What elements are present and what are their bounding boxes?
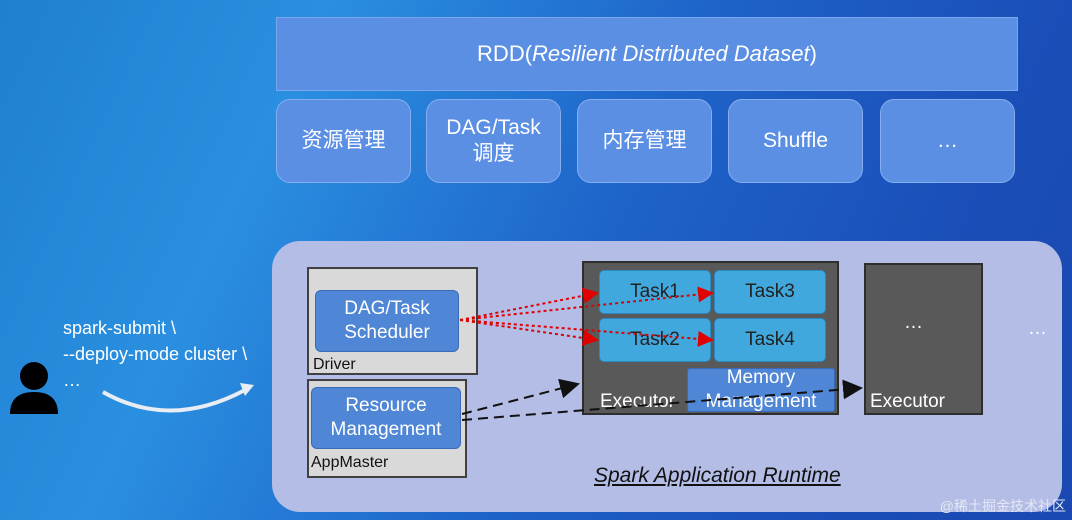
module-more: … [880,99,1015,183]
executor-box-2 [864,263,983,415]
watermark: @稀土掘金技术社区 [939,498,1066,514]
module-resource-management: 资源管理 [276,99,411,183]
task1: Task1 [599,270,711,314]
rdd-bar: RDD(Resilient Distributed Dataset) [276,17,1018,91]
memory-management: Memory Management [687,367,835,412]
runtime-title: Spark Application Runtime [594,464,841,487]
executor-label-2: Executor [870,391,945,412]
module-dag-task-scheduling: DAG/Task 调度 [426,99,561,183]
more-executors-ellipsis: … [1028,318,1047,339]
driver-label: Driver [313,356,356,373]
task2: Task2 [599,318,711,362]
dag-task-scheduler: DAG/Task Scheduler [315,290,459,352]
executor-ellipsis: … [904,312,923,333]
task4: Task4 [714,318,826,362]
module-shuffle: Shuffle [728,99,863,183]
resource-management: Resource Management [311,387,461,449]
module-memory-management: 内存管理 [577,99,712,183]
rdd-label: RDD [477,41,525,66]
appmaster-label: AppMaster [311,454,389,471]
task3: Task3 [714,270,826,314]
submit-command: spark-submit \ --deploy-mode cluster \ … [63,318,248,390]
executor-label: Executor [600,391,675,412]
rdd-fullname: Resilient Distributed Dataset [532,41,810,66]
